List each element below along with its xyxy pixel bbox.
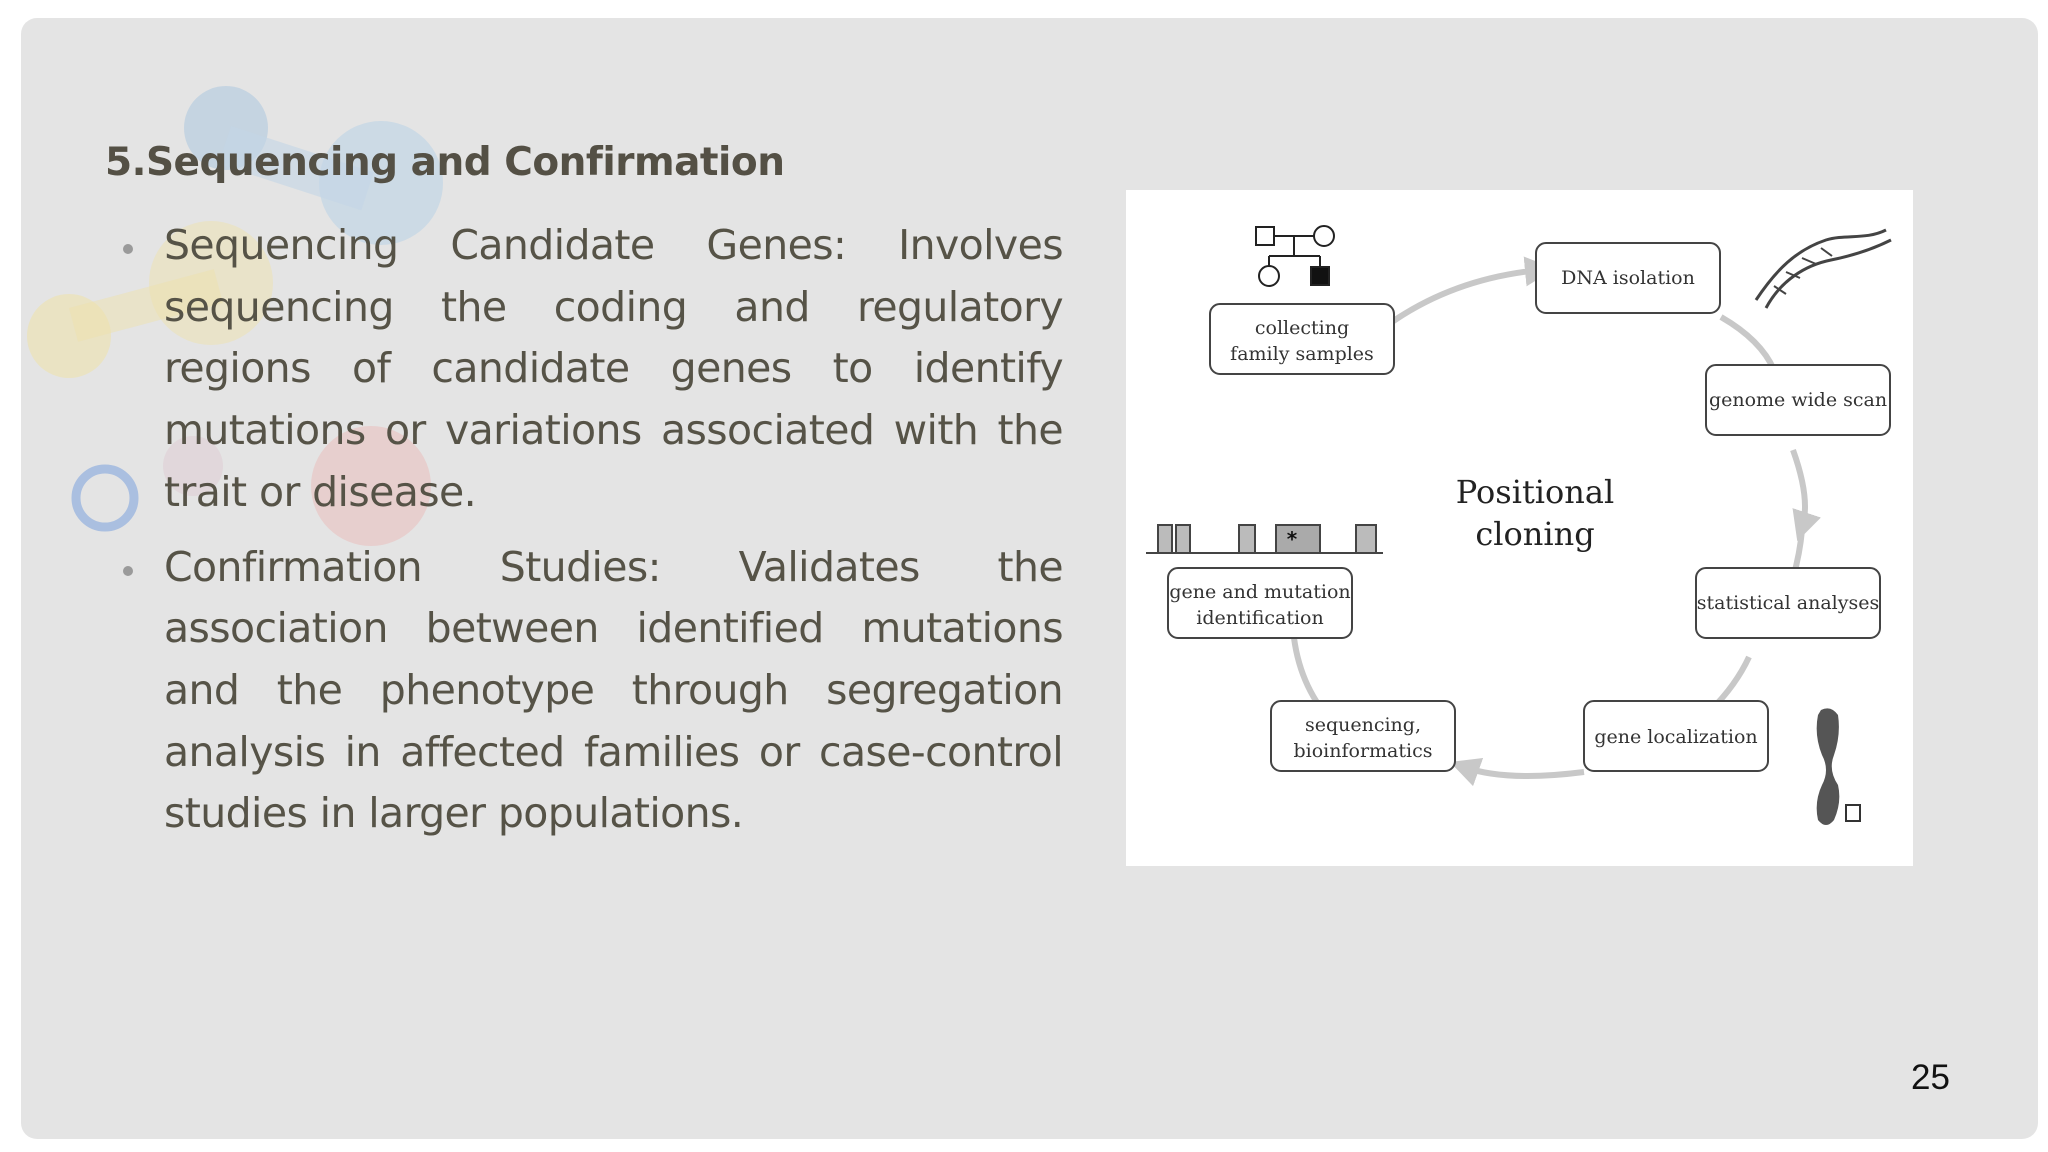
svg-text:genome wide scan: genome wide scan	[1709, 389, 1887, 411]
page-number: 25	[1911, 1058, 1950, 1097]
bullet-list: Sequencing Candidate Genes: Involves seq…	[117, 215, 1064, 858]
svg-text:identification: identification	[1196, 607, 1323, 629]
mutation-mark: *	[1287, 527, 1298, 551]
decorative-molecule-graphic	[27, 86, 443, 546]
svg-text:gene localization: gene localization	[1594, 726, 1757, 748]
bullet-item: Sequencing Candidate Genes: Involves seq…	[117, 215, 1064, 524]
bullet-item: Confirmation Studies: Validates the asso…	[117, 537, 1064, 846]
slide-heading: 5.Sequencing and Confirmation	[105, 140, 785, 185]
node-gene-localization: gene localization	[1583, 700, 1769, 772]
svg-text:statistical analyses: statistical analyses	[1697, 592, 1879, 614]
diagram-center-title: cloning	[1475, 515, 1594, 553]
svg-text:bioinformatics: bioinformatics	[1294, 740, 1433, 762]
svg-text:gene and mutation: gene and mutation	[1169, 581, 1350, 603]
bullet-text: Confirmation Studies: Validates the asso…	[164, 542, 1064, 838]
gene-exon-track-icon	[1146, 524, 1383, 554]
dna-helix-icon	[1754, 228, 1892, 309]
svg-text:sequencing,: sequencing,	[1305, 714, 1421, 736]
node-statistical-analyses: statistical analyses	[1695, 567, 1881, 639]
node-dna-isolation: DNA isolation	[1535, 242, 1721, 314]
svg-text:DNA isolation: DNA isolation	[1561, 267, 1695, 289]
svg-text:collecting: collecting	[1255, 317, 1349, 339]
node-genome-wide-scan: genome wide scan	[1705, 364, 1891, 436]
positional-cloning-diagram: collecting family samples DNA isolation …	[1126, 190, 1913, 866]
bullet-dot-icon	[123, 244, 133, 254]
slide: 5.Sequencing and Confirmation Sequencing…	[21, 18, 2038, 1139]
chromosome-icon	[1816, 708, 1861, 825]
bullet-dot-icon	[123, 565, 133, 576]
node-sequencing-bioinformatics: sequencing, bioinformatics	[1270, 700, 1456, 772]
node-gene-mutation-identification: gene and mutation identification	[1167, 567, 1353, 639]
pedigree-icon	[1255, 225, 1335, 287]
svg-text:family samples: family samples	[1230, 343, 1374, 365]
node-collecting-family-samples: collecting family samples	[1209, 303, 1395, 375]
diagram-center-title: Positional	[1456, 473, 1614, 511]
bullet-text: Sequencing Candidate Genes: Involves seq…	[164, 221, 1064, 516]
